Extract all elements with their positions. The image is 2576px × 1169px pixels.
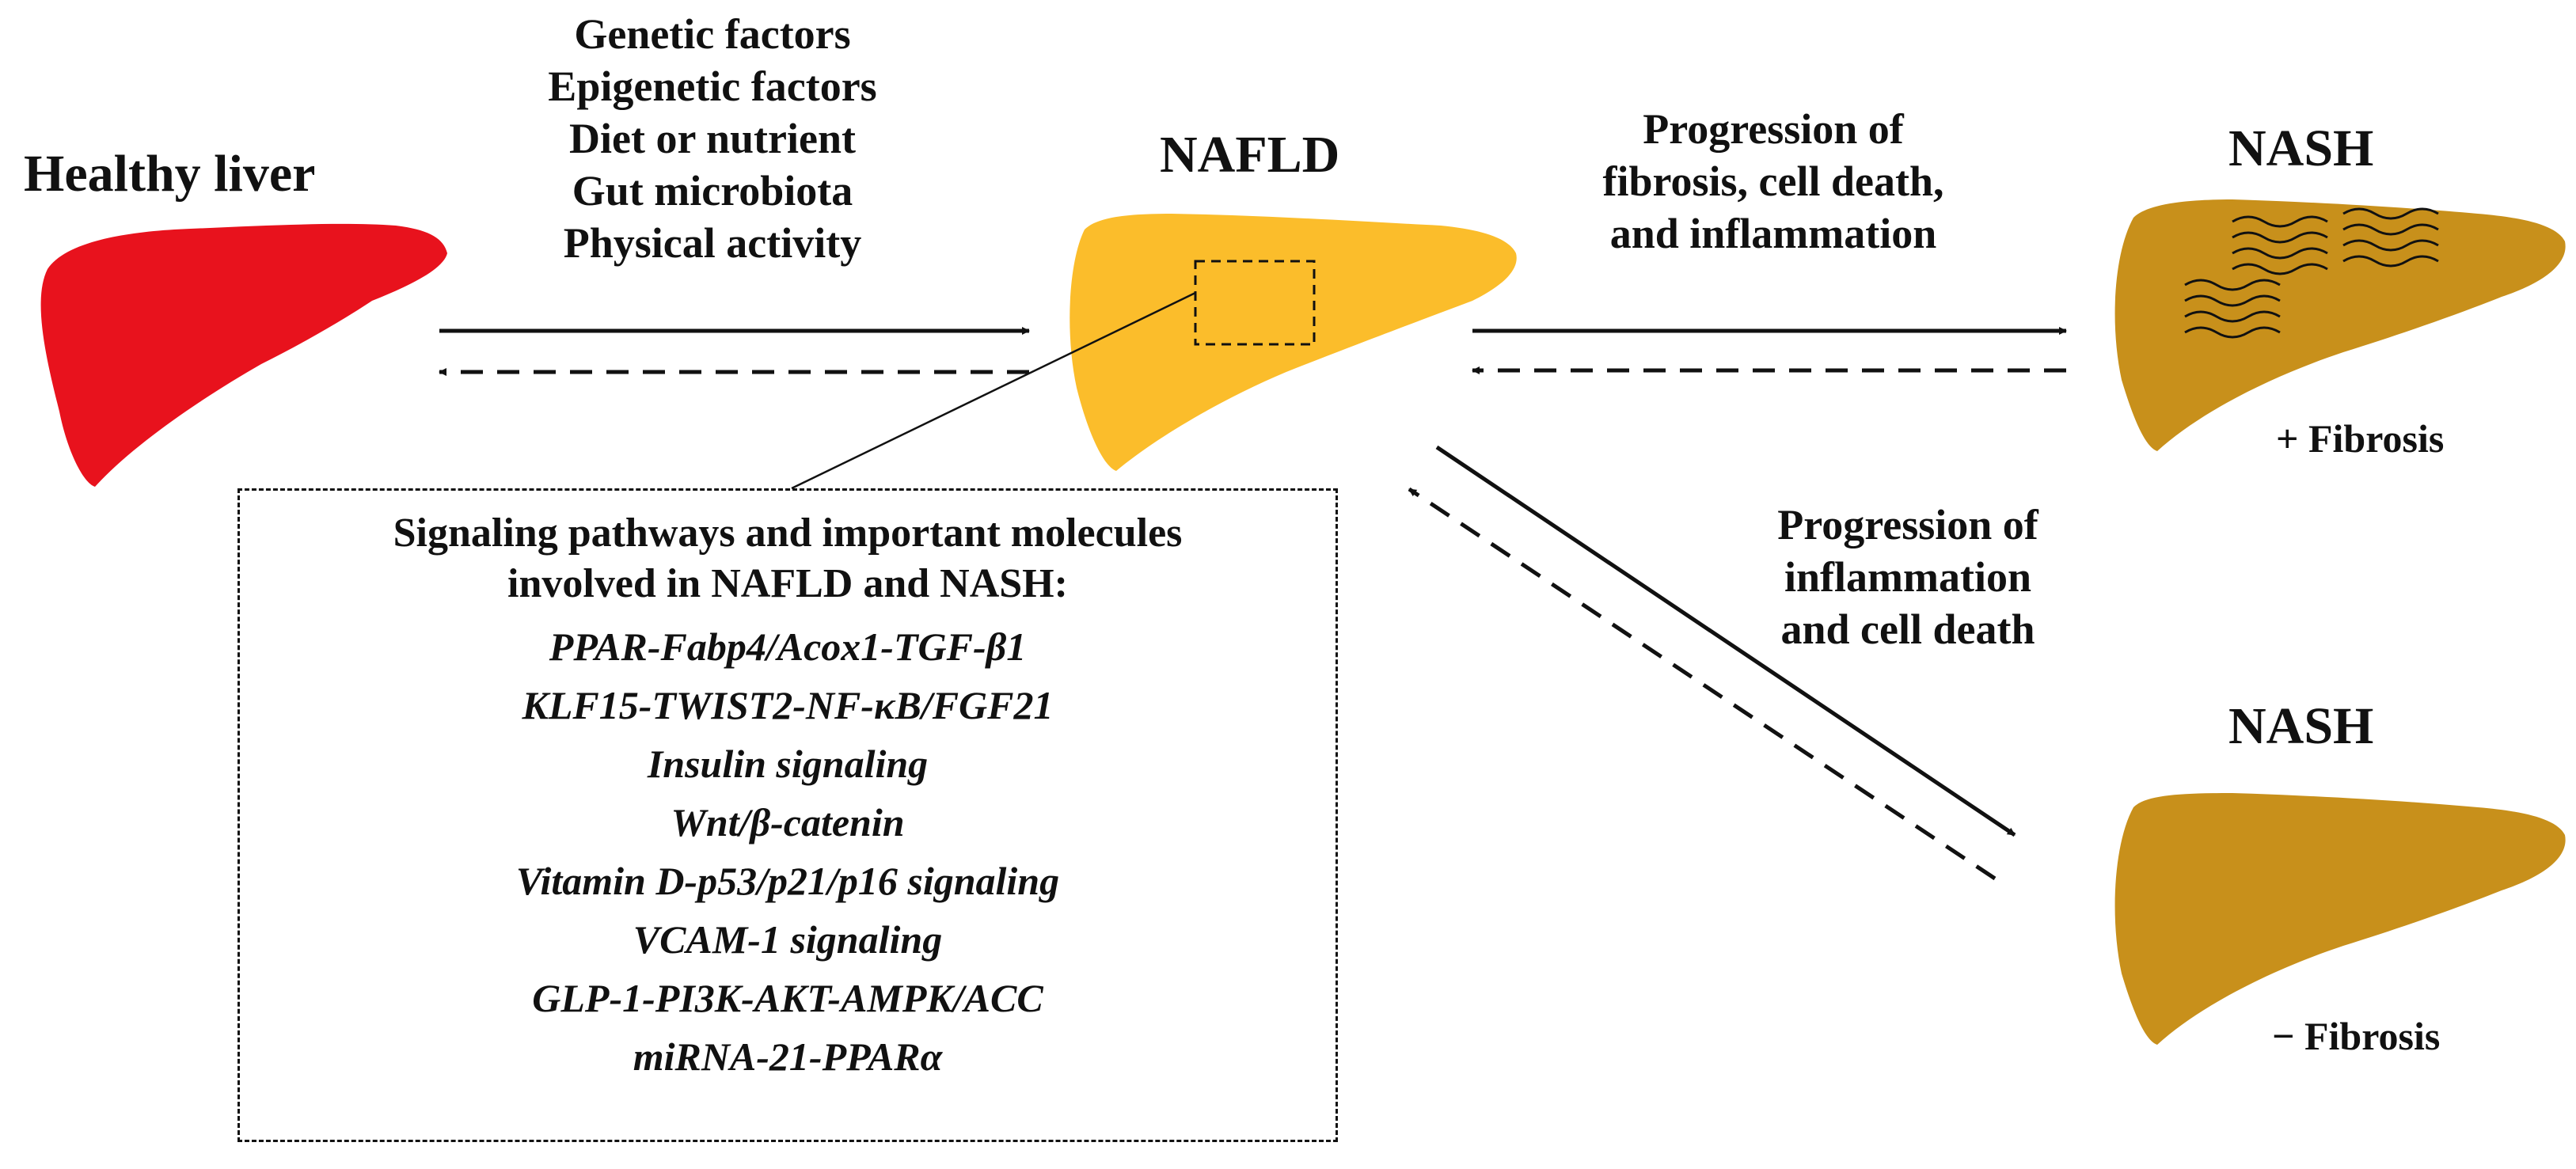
pathways-box-title: Signaling pathways and important molecul… bbox=[240, 508, 1335, 609]
pathway-item: Vitamin D-p53/p21/p16 signaling bbox=[515, 859, 1060, 903]
pathway-item: GLP-1-PI3K-AKT-AMPK/ACC bbox=[532, 976, 1043, 1020]
nafld-inset-box bbox=[1194, 260, 1316, 346]
factor-item: Diet or nutrient bbox=[569, 115, 856, 162]
pathway-item: PPAR-Fabp4/Acox1-TGF-β1 bbox=[549, 624, 1027, 669]
factor-item: Physical activity bbox=[563, 219, 862, 267]
nash-top-label: NASH bbox=[2228, 120, 2374, 177]
arrow-nafld-to-nash-bottom bbox=[1435, 445, 2016, 837]
pathway-item: VCAM-1 signaling bbox=[633, 917, 943, 962]
progression-line: Progression of bbox=[1643, 105, 1904, 153]
pathways-title-line: Signaling pathways and important molecul… bbox=[393, 510, 1183, 556]
minus-fibrosis-label: − Fibrosis bbox=[2272, 1014, 2441, 1058]
nafld-liver-shape bbox=[1070, 214, 1517, 471]
healthy-liver-label: Healthy liver bbox=[24, 145, 316, 203]
progression-line: and inflammation bbox=[1609, 210, 1937, 257]
factor-item: Gut microbiota bbox=[572, 167, 853, 214]
progression-inflammation-text: Progression of inflammation and cell dea… bbox=[1702, 499, 2114, 655]
inset-connector-line bbox=[791, 291, 1196, 490]
nash-liver-bottom-shape bbox=[2114, 793, 2566, 1045]
progression-line: and cell death bbox=[1780, 605, 2035, 653]
pathway-item: miRNA-21-PPARα bbox=[633, 1034, 943, 1079]
pathway-item: KLF15-TWIST2-NF-κB/FGF21 bbox=[522, 683, 1054, 727]
nafld-label: NAFLD bbox=[1160, 126, 1340, 184]
signaling-pathways-box: Signaling pathways and important molecul… bbox=[237, 488, 1338, 1142]
risk-factors-list: Genetic factors Epigenetic factors Diet … bbox=[412, 8, 1013, 269]
arrow-nash-bottom-to-nafld-dashed bbox=[1408, 487, 1997, 881]
pathway-item: Insulin signaling bbox=[647, 742, 929, 786]
progression-fibrosis-text: Progression of fibrosis, cell death, and… bbox=[1488, 103, 2058, 260]
factor-item: Genetic factors bbox=[574, 10, 851, 58]
nash-liver-top-shape bbox=[2114, 199, 2566, 451]
plus-fibrosis-label: + Fibrosis bbox=[2276, 416, 2445, 461]
healthy-liver-shape bbox=[40, 223, 447, 487]
progression-line: inflammation bbox=[1784, 553, 2031, 601]
fibrosis-wavy-lines bbox=[2184, 207, 2439, 339]
progression-line: Progression of bbox=[1777, 501, 2038, 548]
pathways-list: PPAR-Fabp4/Acox1-TGF-β1 KLF15-TWIST2-NF-… bbox=[240, 617, 1335, 1086]
pathway-item: Wnt/β-catenin bbox=[671, 800, 905, 844]
nash-bottom-label: NASH bbox=[2228, 697, 2374, 755]
pathways-title-line: involved in NAFLD and NASH: bbox=[507, 561, 1068, 606]
factor-item: Epigenetic factors bbox=[548, 63, 877, 110]
progression-line: fibrosis, cell death, bbox=[1602, 158, 1944, 205]
